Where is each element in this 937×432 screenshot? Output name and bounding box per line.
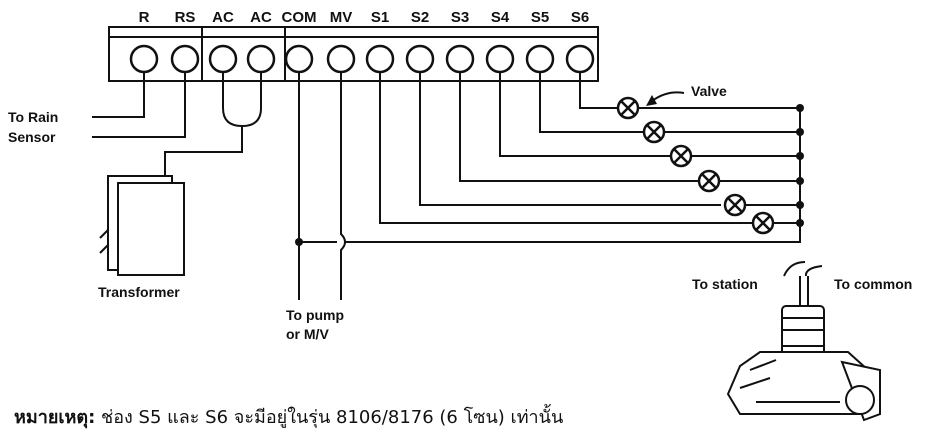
junction-dots [295, 104, 804, 246]
terminal-screw-10 [525, 44, 555, 74]
terminal-screw-8 [445, 44, 475, 74]
terminal-screw-11 [565, 44, 595, 74]
rain-sensor-label-line2: Sensor [8, 129, 56, 145]
valve-symbol-s5 [642, 120, 666, 144]
terminal-label-9: S4 [491, 9, 510, 26]
terminal-label-3: AC [250, 9, 272, 26]
valve-label: Valve [691, 83, 727, 99]
terminal-label-2: AC [212, 9, 234, 26]
rain-sensor-wire-2 [92, 72, 186, 138]
terminal-label-11: S6 [571, 9, 589, 26]
terminal-screw-7 [405, 44, 435, 74]
rain-sensor-wire-1 [92, 72, 145, 118]
terminal-screw-2 [208, 44, 238, 74]
terminal-screw-6 [365, 44, 395, 74]
footnote-heading: หมายเหตุ: [14, 407, 96, 428]
valve-symbol-s1 [751, 211, 775, 235]
solenoid-valve-icon [726, 261, 881, 422]
common-return-wire [299, 108, 801, 243]
terminal-screw-3 [246, 44, 276, 74]
terminal-screw-5 [326, 44, 356, 74]
footnote-text: ช่อง S5 และ S6 จะมีอยู่ในรุ่น 8106/8176 … [95, 407, 564, 428]
station-wire-s3 [459, 72, 709, 182]
transformer-wire [164, 126, 243, 176]
terminal-label-7: S2 [411, 9, 429, 26]
pump-label-line1: To pump [286, 307, 344, 323]
terminal-label-4: COM [282, 9, 317, 26]
terminal-screw-0 [129, 44, 159, 74]
to-station-label: To station [692, 276, 758, 292]
terminal-label-1: RS [175, 9, 196, 26]
terminal-screw-4 [284, 44, 314, 74]
terminal-screw-1 [170, 44, 200, 74]
to-common-label: To common [834, 276, 912, 292]
terminal-label-10: S5 [531, 9, 549, 26]
terminal-label-8: S3 [451, 9, 469, 26]
rain-sensor-label-line1: To Rain [8, 109, 58, 125]
mv-wire [340, 72, 346, 300]
station-wire-s5 [539, 72, 654, 133]
footnote: หมายเหตุ: ช่อง S5 และ S6 จะมีอยู่ในรุ่น … [14, 402, 934, 431]
valve-symbol-s2 [723, 193, 747, 217]
terminal-screw-9 [485, 44, 515, 74]
terminal-block [108, 26, 599, 82]
transformer-icon [99, 175, 185, 276]
pump-label-line2: or M/V [286, 326, 329, 342]
transformer-label: Transformer [98, 284, 180, 300]
station-wire-s2 [419, 72, 721, 206]
valve-symbol-s3 [697, 169, 721, 193]
terminal-label-6: S1 [371, 9, 389, 26]
valve-symbol-s4 [669, 144, 693, 168]
station-wire-s1 [379, 72, 763, 224]
valve-arrow-icon [646, 91, 685, 106]
terminal-label-5: MV [330, 9, 353, 26]
terminal-label-0: R [139, 9, 150, 26]
station-wire-s6 [579, 72, 628, 109]
valve-symbol-s6 [616, 96, 640, 120]
station-wire-s4 [499, 72, 681, 157]
